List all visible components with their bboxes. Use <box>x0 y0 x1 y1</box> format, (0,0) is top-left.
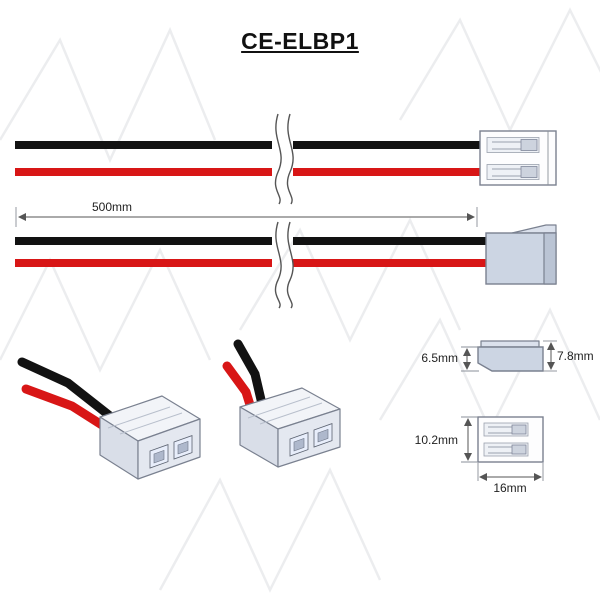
connector-3d-left <box>17 357 201 480</box>
pin-contact <box>317 428 329 443</box>
connector-side-view <box>485 224 557 285</box>
red-wire-segment <box>15 168 272 176</box>
housing-ridge <box>247 396 311 419</box>
page-title: CE-ELBP1 <box>0 28 600 55</box>
black-wire-3d <box>17 357 115 421</box>
pin-contact <box>177 440 189 455</box>
red-wire-segment <box>293 168 482 176</box>
connector-end-cap <box>543 232 557 285</box>
watermark-zigzag <box>158 467 382 593</box>
connector-latch <box>480 340 540 348</box>
cable-assembly-top <box>15 113 557 205</box>
crimp-contact <box>511 424 527 435</box>
crimp-contact <box>520 166 538 178</box>
black-wire-segment <box>15 237 272 245</box>
black-wire-segment <box>293 237 488 245</box>
crimp-contact <box>520 139 538 151</box>
watermark-zigzag <box>238 217 462 343</box>
height-body-label: 6.5mm <box>421 351 458 365</box>
watermark-zigzag <box>398 7 600 133</box>
break-curve <box>286 221 294 309</box>
red-wire-segment <box>293 259 488 267</box>
dimension-cable-length: 500mm <box>15 200 478 227</box>
watermark-zigzag <box>0 26 217 164</box>
pin-contact <box>293 437 305 452</box>
black-wire-3d <box>233 339 267 409</box>
length-label: 16mm <box>493 481 526 495</box>
pin-contact <box>153 449 165 464</box>
red-wire-segment <box>15 259 272 267</box>
crimp-contact <box>511 444 527 455</box>
cable-length-label: 500mm <box>92 200 132 214</box>
product-code: CE-ELBP1 <box>241 28 359 54</box>
housing-ridge <box>107 406 171 429</box>
break-curve <box>274 113 282 205</box>
housing-ridge <box>259 402 323 425</box>
housing-ridge <box>119 412 183 435</box>
cable-assembly-bottom <box>15 221 557 309</box>
break-curve <box>286 113 294 205</box>
cable-break-symbol <box>274 221 294 309</box>
break-curve <box>274 221 282 309</box>
connector-latch <box>511 224 557 234</box>
black-wire-segment <box>293 141 482 149</box>
watermark-zigzag <box>0 247 212 373</box>
watermark <box>0 7 600 593</box>
connector-dimension-side-view: 6.5mm 7.8mm <box>421 340 594 372</box>
width-label: 10.2mm <box>415 433 458 447</box>
height-total-label: 7.8mm <box>557 349 594 363</box>
connector-housing <box>477 346 544 372</box>
connector-3d-center <box>222 339 341 468</box>
connector-top-view <box>479 130 557 186</box>
connector-dimension-top-view: 10.2mm 16mm <box>415 416 544 495</box>
black-wire-segment <box>15 141 272 149</box>
cable-break-symbol <box>274 113 294 205</box>
